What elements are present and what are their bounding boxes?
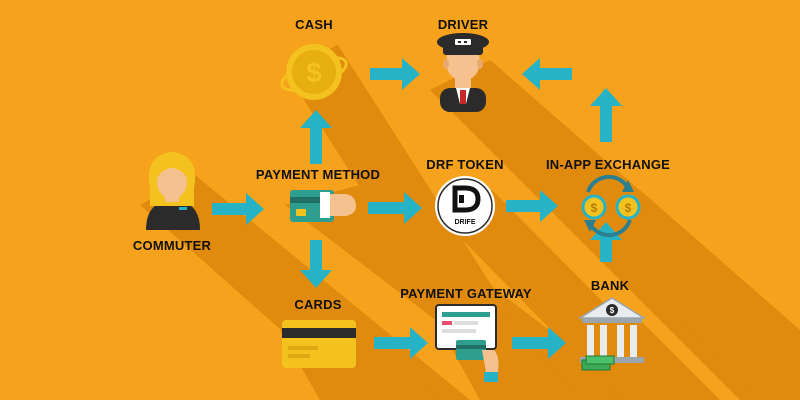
- arrow-payment-method-to-cards: [300, 240, 332, 288]
- arrow-commuter-to-payment-method: [212, 193, 264, 225]
- commuter-label: COMMUTER: [132, 238, 212, 253]
- exchange-coins-icon: $ $: [581, 174, 641, 238]
- gold-dollar-coin-icon: $: [280, 44, 348, 100]
- cash-label: CASH: [295, 17, 333, 32]
- drf-token-label: DRF TOKEN: [426, 157, 504, 172]
- svg-text:$: $: [625, 201, 632, 215]
- cards-label: CARDS: [294, 297, 342, 312]
- arrow-exchange-to-driver-up: [590, 88, 622, 142]
- payment-method-label: PAYMENT METHOD: [255, 167, 381, 182]
- bank-label: BANK: [590, 278, 630, 293]
- payment-gateway-label: PAYMENT GATEWAY: [400, 286, 532, 301]
- arrow-payment-method-to-drf-token: [368, 192, 422, 224]
- card-terminal-icon: [435, 304, 499, 382]
- arrow-gateway-to-bank: [512, 327, 566, 359]
- hand-holding-card-icon: [290, 190, 356, 222]
- arrow-cards-to-gateway: [374, 327, 428, 359]
- drife-token-icon: DRIFE: [435, 176, 495, 236]
- token-text: DRIFE: [455, 219, 476, 226]
- flow-arrows: [212, 58, 622, 359]
- arrow-drf-token-to-exchange: [506, 190, 558, 222]
- svg-text:$: $: [610, 306, 615, 315]
- commuter-woman-icon: [146, 152, 200, 230]
- taxi-driver-icon: [437, 33, 489, 112]
- in-app-exchange-label: IN-APP EXCHANGE: [545, 157, 671, 172]
- arrow-cash-to-driver: [370, 58, 420, 90]
- credit-card-icon: [282, 320, 356, 368]
- bank-building-icon: $: [577, 297, 647, 371]
- driver-label: DRIVER: [437, 17, 489, 32]
- arrow-exchange-to-driver-left: [522, 58, 572, 90]
- svg-text:$: $: [591, 201, 598, 215]
- svg-text:$: $: [306, 57, 322, 88]
- arrow-payment-method-to-cash: [300, 110, 332, 164]
- long-shadows: [140, 45, 800, 400]
